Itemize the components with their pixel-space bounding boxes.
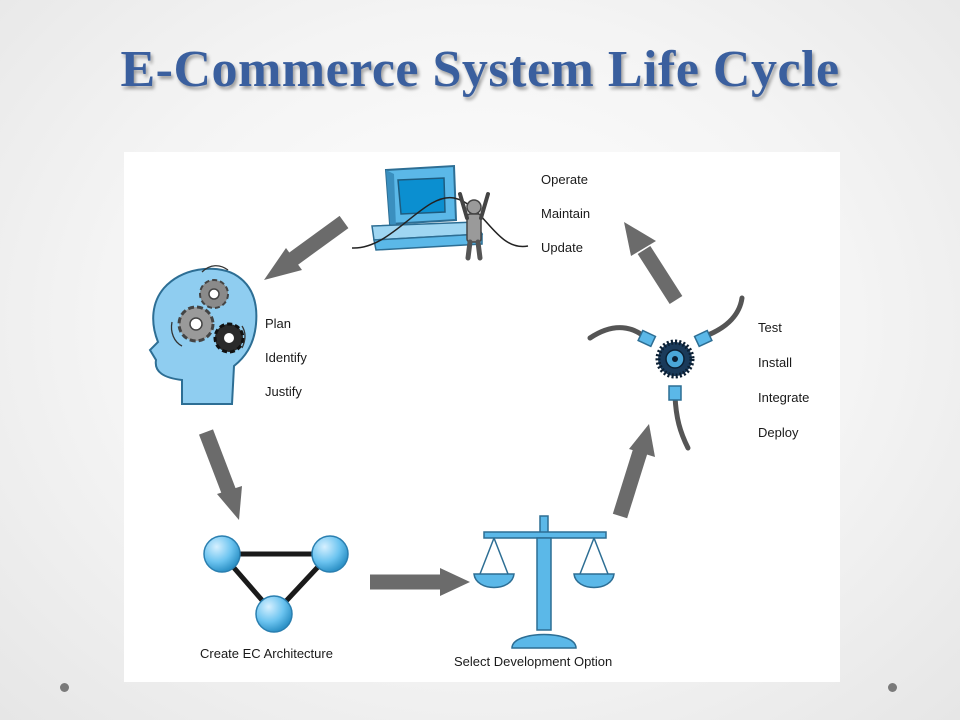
label-operate: Operate	[541, 172, 588, 187]
label-justify: Justify	[265, 384, 302, 399]
label-create-ec-architecture: Create EC Architecture	[200, 646, 333, 661]
label-identify: Identify	[265, 350, 307, 365]
arrow-operate-to-plan	[264, 215, 349, 280]
arrow-deploy-to-operate	[624, 222, 683, 305]
label-test: Test	[758, 320, 782, 335]
network-triangle-icon	[203, 535, 349, 633]
label-select-development-option: Select Development Option	[454, 654, 613, 669]
head-gears-icon	[148, 265, 258, 405]
corner-dot-left	[60, 683, 69, 692]
label-integrate: Integrate	[758, 390, 810, 405]
computer-user-icon	[351, 164, 529, 261]
label-plan: Plan	[265, 316, 292, 331]
label-install: Install	[758, 355, 792, 370]
diagram-panel: Operate Maintain Update Plan Identify Ju…	[124, 152, 840, 682]
label-deploy: Deploy	[758, 425, 799, 440]
gear-icon	[199, 279, 229, 309]
page-title: E-Commerce System Life Cycle	[120, 41, 840, 98]
gear-icon	[177, 305, 215, 343]
label-update: Update	[541, 240, 583, 255]
arrow-development-to-deploy	[612, 424, 655, 519]
lifecycle-diagram	[148, 164, 745, 649]
corner-dot-right	[888, 683, 897, 692]
gear-icon	[213, 322, 245, 354]
connector-hub-icon	[587, 295, 745, 451]
label-maintain: Maintain	[541, 206, 591, 221]
balance-scale-icon	[473, 515, 615, 649]
arrow-architecture-to-development	[370, 568, 470, 596]
arrow-plan-to-architecture	[198, 429, 242, 520]
